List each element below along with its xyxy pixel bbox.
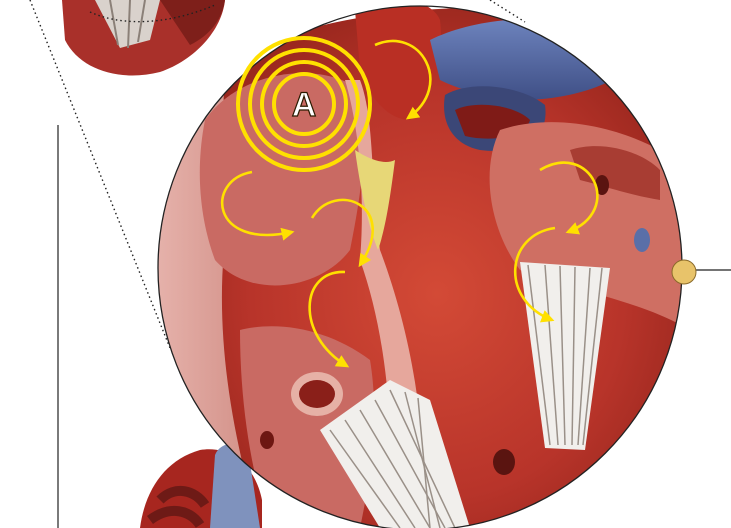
heart-thumbnail-top bbox=[62, 0, 225, 75]
marker-a-label: A bbox=[292, 86, 317, 124]
magnified-heart-view bbox=[150, 0, 700, 528]
connector-node bbox=[672, 260, 696, 284]
